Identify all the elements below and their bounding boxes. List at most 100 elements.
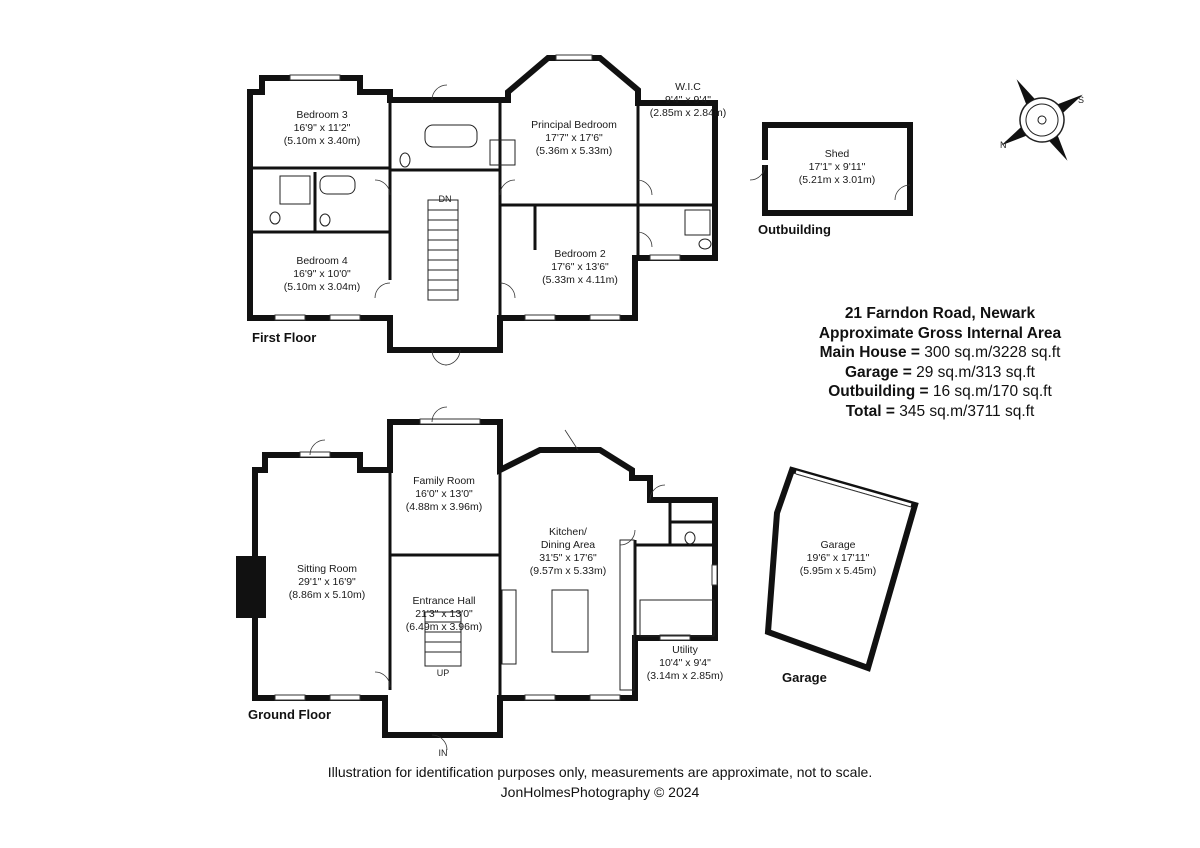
stairs-up-label: UP bbox=[437, 668, 450, 678]
kitchen-island bbox=[551, 589, 589, 653]
door-swing bbox=[374, 671, 391, 688]
window bbox=[649, 254, 681, 261]
garage-name: Garage bbox=[820, 539, 855, 551]
bathtub-icon bbox=[319, 175, 356, 195]
hall-name: Entrance Hall bbox=[412, 595, 475, 607]
window bbox=[711, 564, 718, 586]
first-floor-plan: Bedroom 3 16'9" x 11'2" (5.10m x 3.40m) … bbox=[247, 54, 726, 366]
window bbox=[419, 418, 481, 425]
garage-door bbox=[795, 473, 912, 508]
window bbox=[329, 694, 361, 701]
door-swing bbox=[637, 231, 653, 248]
worktop bbox=[639, 599, 715, 637]
area-total: Total = 345 sq.m/3711 sq.ft bbox=[845, 402, 1035, 420]
fireplace bbox=[236, 556, 266, 618]
family-name: Family Room bbox=[413, 475, 475, 487]
shed-metric: (5.21m x 3.01m) bbox=[799, 174, 875, 186]
utility-imperial: 10'4" x 9'4" bbox=[659, 657, 711, 669]
outbuilding-label: Outbuilding bbox=[758, 222, 831, 237]
door-swing bbox=[499, 179, 516, 196]
door-swing bbox=[564, 429, 579, 451]
door-swing bbox=[619, 529, 636, 546]
family-imperial: 16'0" x 13'0" bbox=[415, 488, 473, 500]
compass-arrow bbox=[1049, 136, 1068, 161]
door-swing bbox=[309, 439, 326, 456]
stair-treads bbox=[428, 209, 458, 291]
door-swing bbox=[374, 282, 391, 299]
door-swing bbox=[649, 484, 666, 501]
area-subtitle: Approximate Gross Internal Area bbox=[818, 324, 1062, 342]
principal-name: Principal Bedroom bbox=[531, 119, 617, 131]
bathtub-icon bbox=[424, 124, 478, 148]
hall-metric: (6.49m x 3.96m) bbox=[406, 621, 482, 633]
door-swing bbox=[431, 84, 448, 101]
worktop bbox=[619, 539, 635, 691]
bedroom4-name: Bedroom 4 bbox=[296, 255, 348, 267]
garage-imperial: 19'6" x 17'11" bbox=[807, 552, 870, 564]
area-outbuilding: Outbuilding = 16 sq.m/170 sq.ft bbox=[828, 383, 1052, 400]
hall-imperial: 21'3" x 13'0" bbox=[415, 608, 473, 620]
sitting-metric: (8.86m x 5.10m) bbox=[289, 589, 365, 601]
window bbox=[659, 634, 691, 641]
garage-plan: Garage 19'6" x 17'11" (5.95m x 5.45m) Ga… bbox=[764, 466, 919, 685]
window bbox=[299, 451, 331, 458]
window bbox=[589, 694, 621, 701]
shed-name: Shed bbox=[825, 148, 850, 160]
ground-floor-label: Ground Floor bbox=[248, 707, 331, 722]
door-swing bbox=[431, 406, 448, 423]
window bbox=[329, 314, 361, 321]
toilet-icon bbox=[399, 152, 411, 168]
compass-center bbox=[1037, 115, 1047, 125]
principal-metric: (5.36m x 5.33m) bbox=[536, 145, 612, 157]
bedroom3-imperial: 16'9" x 11'2" bbox=[294, 122, 351, 134]
shower-icon bbox=[684, 209, 711, 236]
bedroom2-metric: (5.33m x 4.11m) bbox=[542, 274, 618, 286]
toilet-icon bbox=[684, 531, 696, 545]
garage-metric: (5.95m x 5.45m) bbox=[800, 565, 876, 577]
toilet-icon bbox=[269, 211, 281, 225]
window bbox=[274, 314, 306, 321]
area-summary: 21 Farndon Road, Newark Approximate Gros… bbox=[760, 304, 1120, 421]
wic-imperial: 9'4" x 9'4" bbox=[665, 94, 711, 106]
shed-imperial: 17'1" x 9'11" bbox=[809, 161, 866, 173]
stair-treads bbox=[425, 621, 461, 653]
worktop bbox=[501, 589, 517, 665]
shower-icon bbox=[279, 175, 311, 205]
garage-label: Garage bbox=[782, 670, 827, 685]
ground-floor-plan: Sitting Room 29'1" x 16'9" (8.86m x 5.10… bbox=[236, 406, 723, 758]
area-main-house: Main House = 300 sq.m/3228 sq.ft bbox=[819, 344, 1061, 361]
bedroom3-metric: (5.10m x 3.40m) bbox=[284, 135, 360, 147]
disclaimer-text: Illustration for identification purposes… bbox=[327, 764, 873, 780]
bedroom2-name: Bedroom 2 bbox=[554, 248, 606, 260]
family-metric: (4.88m x 3.96m) bbox=[406, 501, 482, 513]
window bbox=[274, 694, 306, 701]
compass-ring bbox=[1025, 103, 1059, 137]
shower-icon bbox=[489, 139, 516, 166]
door-swing bbox=[499, 282, 516, 299]
stairs bbox=[424, 611, 462, 667]
garage-door-opening bbox=[795, 470, 912, 507]
credit-text: JonHolmesPhotography © 2024 bbox=[500, 784, 700, 800]
compass-arrow bbox=[1058, 94, 1083, 113]
compass-rose bbox=[1001, 79, 1083, 161]
entrance-door-swing bbox=[431, 734, 448, 751]
stairs-down-label: DN bbox=[439, 194, 452, 204]
first-floor-label: First Floor bbox=[252, 330, 316, 345]
wic-name: W.I.C bbox=[675, 81, 701, 93]
window bbox=[524, 694, 556, 701]
door-swing bbox=[749, 164, 766, 181]
door-swing bbox=[637, 179, 653, 196]
utility-name: Utility bbox=[672, 644, 698, 656]
entrance-label: IN bbox=[439, 748, 448, 758]
compass-arrow bbox=[1001, 127, 1026, 146]
compass-n: N bbox=[1000, 140, 1007, 150]
ground-floor-outer-wall bbox=[252, 419, 718, 738]
kitchen-name-2: Dining Area bbox=[541, 539, 595, 551]
toilet-icon bbox=[698, 238, 712, 250]
principal-imperial: 17'7" x 17'6" bbox=[545, 132, 603, 144]
bedroom3-name: Bedroom 3 bbox=[296, 109, 348, 121]
sitting-imperial: 29'1" x 16'9" bbox=[298, 576, 356, 588]
bedroom4-metric: (5.10m x 3.04m) bbox=[284, 281, 360, 293]
compass-s: S bbox=[1078, 95, 1084, 105]
